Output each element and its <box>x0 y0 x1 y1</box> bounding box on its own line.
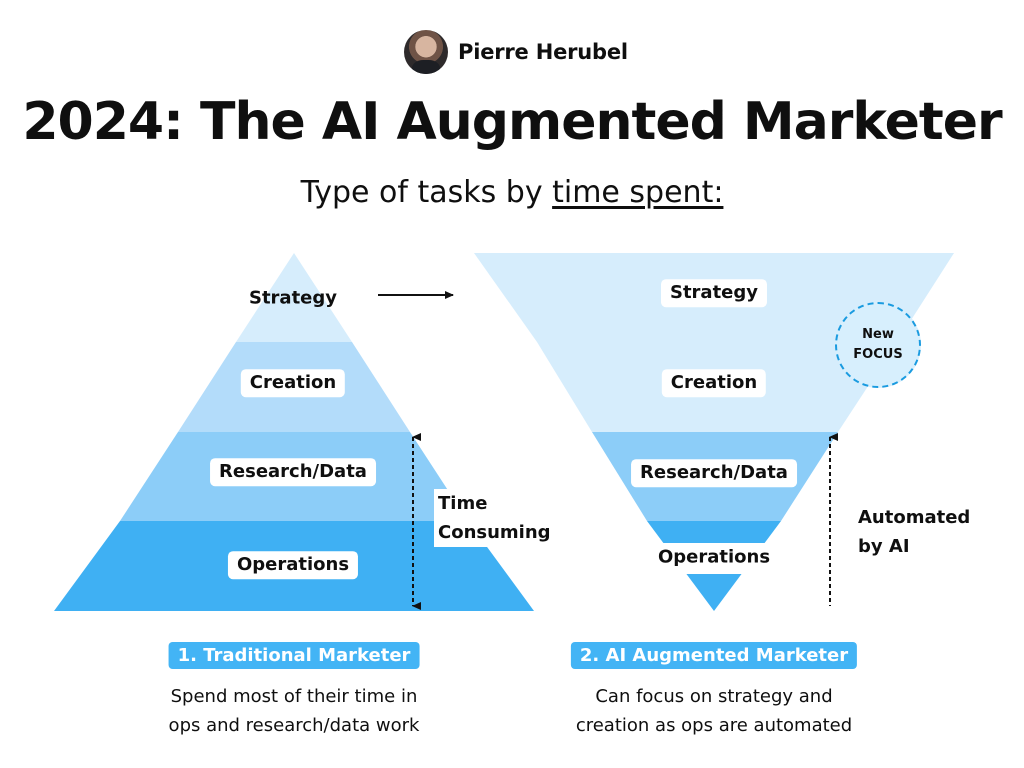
badge-line-2: FOCUS <box>853 345 902 365</box>
description-line-2: ops and research/data work <box>169 711 420 740</box>
right-label-strategy: Strategy <box>661 279 767 307</box>
left-label-creation: Creation <box>241 369 345 397</box>
left-label-operations: Operations <box>228 551 358 579</box>
annotation-line-2: Consuming <box>438 518 551 547</box>
description-line-1: Spend most of their time in <box>169 682 420 711</box>
automated-annotation: Automated by AI <box>858 503 970 561</box>
right-label-operations: Operations <box>658 547 770 568</box>
left-label-strategy: Strategy <box>249 288 337 309</box>
annotation-line-2: by AI <box>858 532 970 561</box>
traditional-marketer-description: Spend most of their time in ops and rese… <box>169 682 420 740</box>
ai-augmented-marketer-description: Can focus on strategy and creation as op… <box>576 682 852 740</box>
new-focus-badge: New FOCUS <box>835 302 921 388</box>
right-label-research: Research/Data <box>631 459 797 487</box>
description-line-1: Can focus on strategy and <box>576 682 852 711</box>
left-label-research: Research/Data <box>210 458 376 486</box>
time-consuming-annotation: Time Consuming <box>434 489 555 547</box>
description-line-2: creation as ops are automated <box>576 711 852 740</box>
traditional-marketer-pill: 1. Traditional Marketer <box>169 642 420 669</box>
annotation-line-1: Time <box>438 489 551 518</box>
right-label-creation: Creation <box>662 369 766 397</box>
ai-augmented-marketer-pill: 2. AI Augmented Marketer <box>571 642 857 669</box>
annotation-line-1: Automated <box>858 503 970 532</box>
badge-line-1: New <box>862 325 894 345</box>
